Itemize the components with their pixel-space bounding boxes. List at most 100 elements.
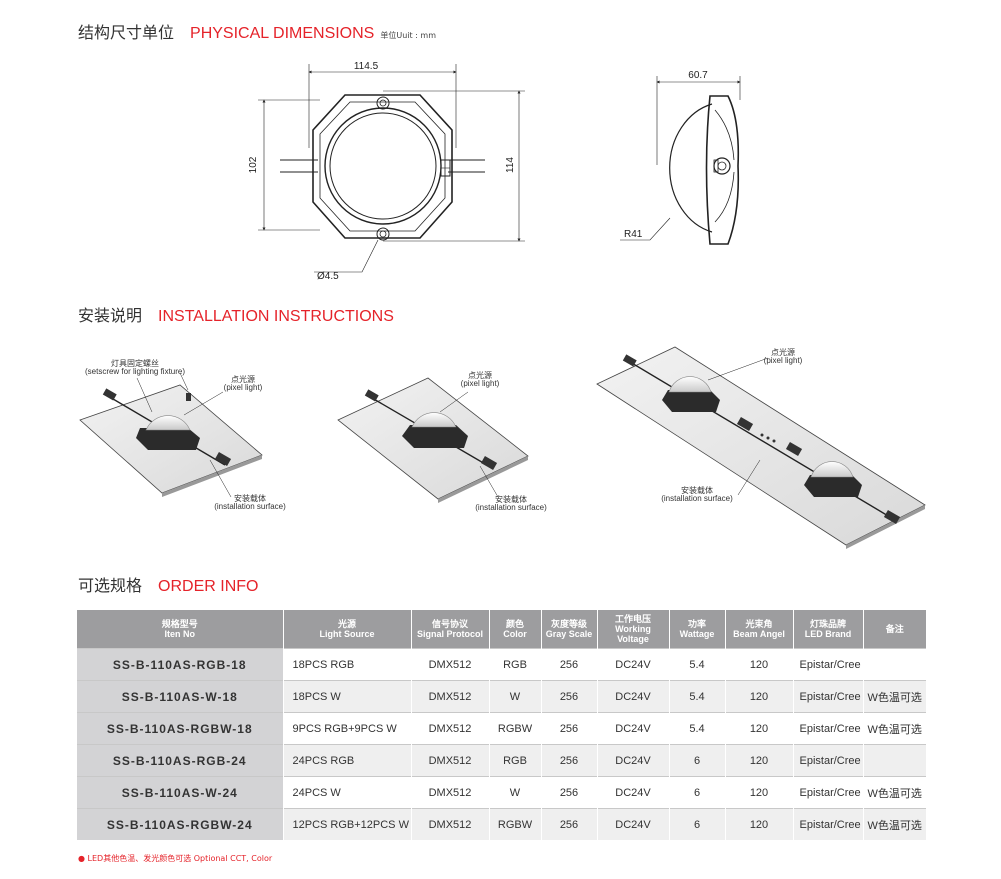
table-cell: SS-B-110AS-RGBW-24 [77, 808, 284, 840]
table-cell: 18PCS RGB [283, 648, 412, 681]
dim-radius: R41 [624, 229, 643, 240]
table-cell [863, 744, 927, 777]
table-cell: DMX512 [411, 648, 490, 681]
table-cell: SS-B-110AS-RGB-18 [77, 648, 284, 681]
column-header-en: Beam Angel [733, 629, 785, 639]
table-cell [863, 648, 927, 681]
technical-drawings: 114.5 102 114 Ø4.5 60.7 R41 灯具固定螺丝 (sets… [79, 61, 926, 549]
table-cell: Epistar/Cree [793, 648, 864, 681]
table-cell: 256 [541, 648, 598, 681]
table-cell: 6 [669, 744, 726, 777]
table-cell: 5.4 [669, 680, 726, 713]
dim-height-left: 102 [248, 156, 259, 173]
install-illustration-1 [79, 372, 263, 498]
label-surface-3-cn: 安装载体 [681, 485, 713, 495]
table-cell: 256 [541, 744, 598, 777]
column-header-cn: 功率 [687, 619, 706, 629]
column-header-en: Color [503, 629, 527, 639]
table-cell: 9PCS RGB+9PCS W [283, 712, 412, 745]
label-pixel-2-en: (pixel light) [461, 379, 500, 388]
column-header-cn: 光束角 [745, 619, 773, 629]
column-header-en: Iten No [164, 629, 196, 639]
column-header-cn: 灯珠品牌 [809, 619, 846, 629]
install-illustration-2 [337, 377, 529, 503]
table-cell: DMX512 [411, 680, 490, 713]
table-cell: RGBW [489, 808, 542, 840]
label-surface-3-en: (installation surface) [661, 494, 733, 503]
table-cell: 24PCS W [283, 776, 412, 809]
table-cell: DC24V [597, 776, 670, 809]
column-header-cn: 颜色 [505, 619, 524, 629]
table-cell: 5.4 [669, 712, 726, 745]
table-cell: SS-B-110AS-RGBW-18 [77, 712, 284, 745]
table-cell: 24PCS RGB [283, 744, 412, 777]
table-cell: 18PCS W [283, 680, 412, 713]
table-cell: W [489, 776, 542, 809]
column-header: 备注 [863, 610, 926, 649]
table-cell: 256 [541, 712, 598, 745]
column-header-cn: 信号协议 [431, 619, 468, 629]
dim-depth: 60.7 [688, 70, 708, 81]
table-cell: DMX512 [411, 808, 490, 840]
column-header-cn: 规格型号 [161, 619, 198, 629]
table-cell: 256 [541, 808, 598, 840]
table-cell: W色温可选 [863, 712, 927, 745]
label-pixel-2-cn: 点光源 [468, 370, 492, 380]
label-setscrew-en: (setscrew for lighting fixture) [85, 367, 185, 376]
table-cell: 120 [725, 648, 794, 681]
table-cell: W [489, 680, 542, 713]
install-illustration-3 [596, 346, 926, 549]
column-header-cn: 光源 [337, 619, 356, 629]
table-cell: 120 [725, 776, 794, 809]
label-surface-2-cn: 安装载体 [495, 494, 527, 504]
table-cell: SS-B-110AS-W-24 [77, 776, 284, 809]
table-cell: Epistar/Cree [793, 808, 864, 840]
table-cell: 6 [669, 776, 726, 809]
column-header-en: LED Brand [804, 629, 852, 639]
label-pixel-1-en: (pixel light) [224, 383, 263, 392]
label-setscrew-cn: 灯具固定螺丝 [111, 358, 159, 368]
table-cell: SS-B-110AS-RGB-24 [77, 744, 284, 777]
table-cell: 12PCS RGB+12PCS W [283, 808, 412, 840]
table-cell: DMX512 [411, 744, 490, 777]
side-view-drawing [620, 76, 741, 245]
table-cell: 120 [725, 808, 794, 840]
table-cell: 120 [725, 712, 794, 745]
table-cell: 120 [725, 744, 794, 777]
table-cell: 6 [669, 808, 726, 840]
table-cell: Epistar/Cree [793, 776, 864, 809]
table-cell: 256 [541, 680, 598, 713]
dim-hole: Ø4.5 [317, 271, 339, 282]
label-surface-1-cn: 安装载体 [234, 493, 266, 503]
table-cell: Epistar/Cree [793, 680, 864, 713]
column-header-en: Gray Scale [545, 629, 593, 639]
footnote: ● LED其他色温、发光颜色可选 Optional CCT, Color [78, 854, 273, 863]
table-cell: DC24V [597, 648, 670, 681]
table-cell: 256 [541, 776, 598, 809]
dim-width: 114.5 [354, 61, 379, 72]
table-cell: RGB [489, 648, 542, 681]
table-cell: RGB [489, 744, 542, 777]
table-cell: DMX512 [411, 712, 490, 745]
column-header-en: Wattage [679, 629, 715, 639]
table-cell: W色温可选 [863, 680, 927, 713]
table-cell: W色温可选 [863, 808, 927, 840]
table-cell: DMX512 [411, 776, 490, 809]
